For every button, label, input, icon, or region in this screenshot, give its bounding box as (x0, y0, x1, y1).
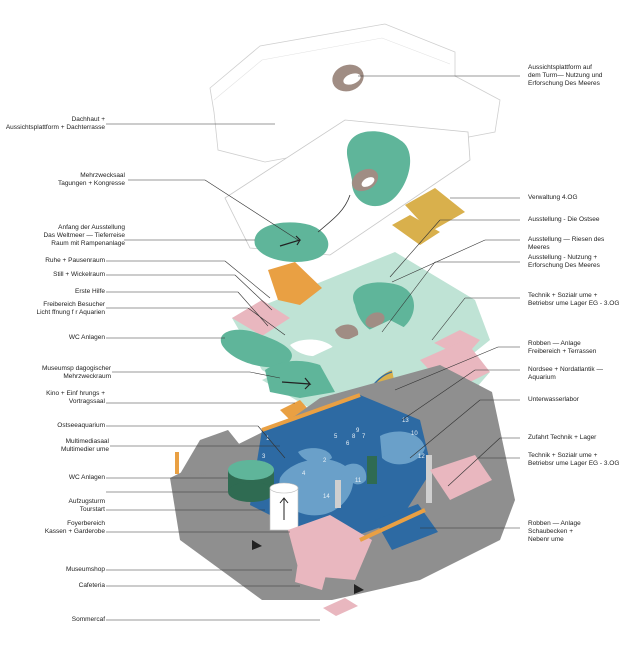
label-technik-upper: Technik + Sozialr ume + Betriebsr ume La… (528, 292, 620, 307)
label-cafeteria: Cafeteria (78, 582, 105, 589)
room-number: 4 (302, 471, 306, 477)
arrow-triangle-icon (252, 540, 262, 550)
label-sommercafe: Sommercaf (71, 616, 105, 623)
leader-lines (106, 75, 520, 621)
room-number: 5 (334, 434, 338, 440)
label-erste-hilfe: Erste Hilfe (75, 288, 105, 295)
label-wc-anlagen-upper: WC Anlagen (68, 334, 105, 341)
room-number: 7 (362, 434, 366, 440)
room-number: 12 (418, 454, 425, 460)
room-number: 13 (402, 418, 409, 424)
label-multimediasaal: Multimediasaal Multimedier ume (60, 438, 109, 453)
label-museumshop: Museumshop (65, 566, 105, 573)
arrow-triangle-icon (354, 584, 364, 594)
room-number: 8 (352, 434, 356, 440)
label-ausstellung-nutzung: Ausstellung - Nutzung + Erforschung Des … (528, 254, 600, 269)
label-dachhaut: Dachhaut + Aussichtsplattform + Dachterr… (5, 116, 105, 131)
label-technik-lower: Technik + Sozialr ume + Betriebsr ume La… (528, 452, 620, 467)
label-ruhe-pausenraum: Ruhe + Pausenraum (45, 257, 105, 264)
label-kino: Kino + Einf hrungs + Vortragssaal (46, 390, 105, 405)
label-ostseeaquarium: Ostseeaquarium (57, 422, 105, 429)
room-number: 9 (356, 428, 360, 434)
room-number: 2 (323, 458, 327, 464)
label-robben-schaubecken: Robben — Anlage Schaubecken + Nebenr ume (528, 520, 581, 543)
label-wc-anlagen-lower: WC Anlagen (68, 474, 105, 481)
label-verwaltung: Verwaltung 4.OG (528, 194, 578, 201)
roof-level (209, 23, 501, 163)
arrow-icon (279, 235, 302, 247)
label-foyerbereich: Foyerbereich Kassen + Garderobe (44, 520, 105, 535)
arrow-icon (281, 377, 312, 390)
label-aussichtsplattform-turm: Aussichtsplattform auf dem Turm— Nutzung… (528, 64, 603, 87)
room-number: 10 (411, 431, 418, 437)
room-number: 3 (262, 454, 266, 460)
room-number: 11 (355, 478, 362, 484)
label-aufzugsturm: Aufzugsturm Tourstart (68, 498, 106, 513)
label-zufahrt-technik: Zufahrt Technik + Lager (528, 434, 597, 441)
label-robben-freibereich: Robben — Anlage Freibereich + Terrassen (528, 340, 597, 355)
ground-level: 1 2 3 4 5 6 7 8 9 10 11 12 13 14 (170, 365, 515, 616)
label-ausstellung-riesen: Ausstellung — Riesen des Meeres (528, 236, 605, 251)
label-nordsee-aquarium: Nordsee + Nordatlantik — Aquarium (528, 366, 603, 381)
room-number: 14 (323, 494, 330, 500)
label-unterwasserlabor: Unterwasserlabor (528, 396, 579, 403)
label-freibereich-besucher: Freibereich Besucher Licht ffnung f r Aq… (36, 301, 105, 316)
label-anfang-ausstellung: Anfang der Ausstellung Das Weltmeer — Ti… (43, 224, 125, 247)
room-number: 1 (266, 436, 270, 442)
label-ausstellung-ostsee: Ausstellung - Die Ostsee (528, 216, 600, 223)
label-mehrzwecksaal: Mehrzwecksaal Tagungen + Kongresse (57, 172, 125, 187)
up-arrow-icon (279, 497, 289, 520)
level-4 (224, 119, 471, 262)
label-museumspaedagogik: Museumsp dagogischer Mehrzweckraum (41, 365, 111, 380)
room-number: 6 (346, 441, 350, 447)
label-still-wickelraum: Still + Wickelraum (53, 271, 105, 278)
